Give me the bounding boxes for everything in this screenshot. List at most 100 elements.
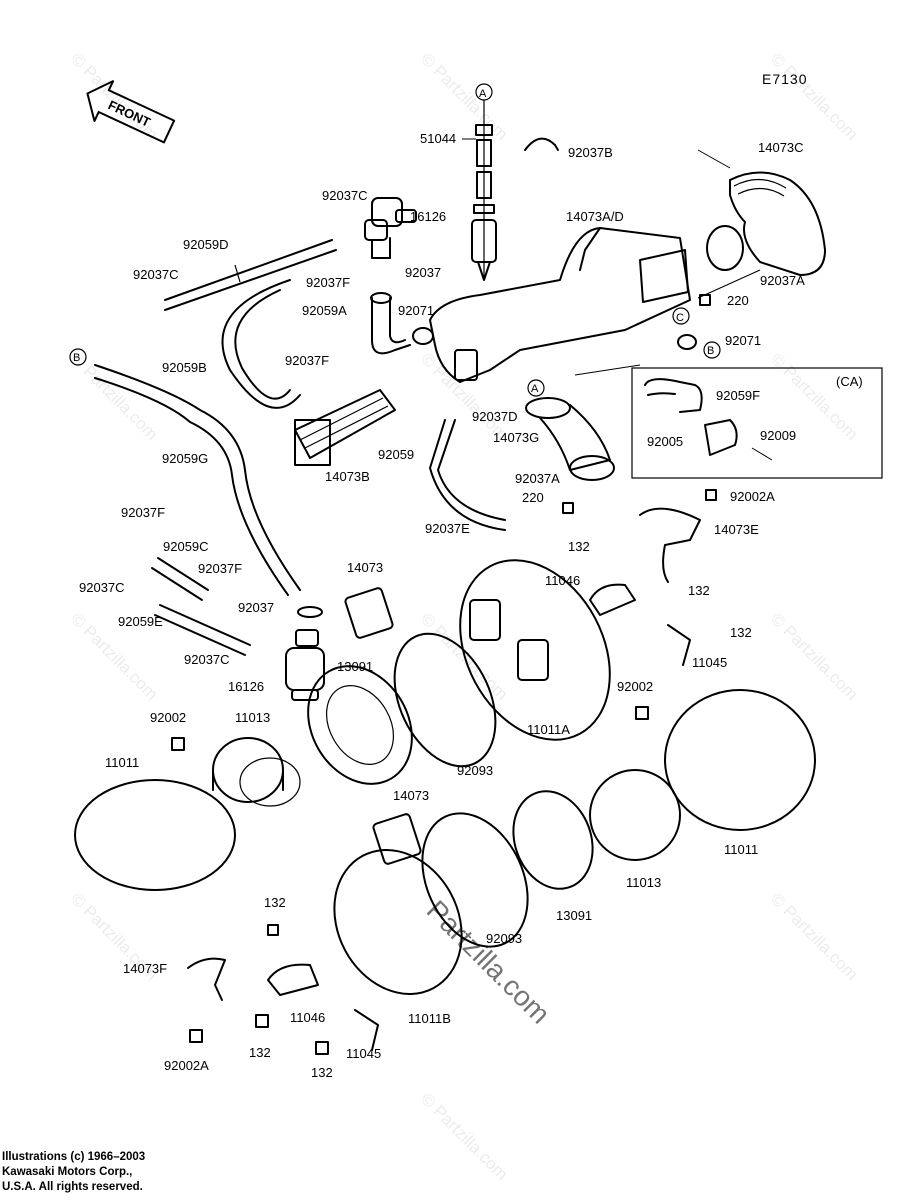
label-92002-left: 92002 xyxy=(150,710,186,725)
region-label: (CA) xyxy=(836,374,863,389)
label-220-top: 220 xyxy=(727,293,749,308)
filter-11013-left-drawing xyxy=(212,737,301,807)
duct-14073ad-drawing xyxy=(429,227,691,383)
copyright-notice: Illustrations (c) 1966–2003 Kawasaki Mot… xyxy=(2,1150,145,1195)
label-92059: 92059 xyxy=(378,447,414,462)
label-14073e: 14073E xyxy=(714,522,759,537)
bracket-11045-top-drawing xyxy=(667,624,691,666)
part-labels: 51044 92037B 14073C 92037C 16126 14073A/… xyxy=(79,131,805,1080)
label-92037a-mid: 92037A xyxy=(515,471,560,486)
label-92002a-top: 92002A xyxy=(730,489,775,504)
label-11011b: 11011B xyxy=(408,1011,451,1026)
label-92071-right: 92071 xyxy=(725,333,761,348)
label-92037b: 92037B xyxy=(568,145,613,160)
gasket-92093-lower-drawing xyxy=(421,812,529,948)
label-16126-low: 16126 xyxy=(228,679,264,694)
label-92037c-top: 92037C xyxy=(322,188,368,203)
label-14073c: 14073C xyxy=(758,140,804,155)
elbow-92059a-drawing xyxy=(371,297,411,355)
label-92037d: 92037D xyxy=(472,409,518,424)
marker-a: A xyxy=(531,383,539,395)
label-92059c: 92059C xyxy=(163,539,209,554)
seal-14073-top-drawing xyxy=(344,587,394,639)
label-92059d: 92059D xyxy=(183,237,229,252)
label-11046-low: 11046 xyxy=(290,1010,325,1025)
hose-92059b-drawing xyxy=(221,279,301,409)
clamp-11046-lower-drawing xyxy=(267,963,319,996)
bracket-11045-lower-drawing xyxy=(354,1009,379,1051)
diagram-code: E7130 xyxy=(762,71,807,87)
hose-92059c-drawing xyxy=(151,557,209,601)
label-132-c: 132 xyxy=(730,625,752,640)
label-11013-left: 11013 xyxy=(235,710,270,725)
bracket-14073f-drawing xyxy=(187,957,226,1001)
label-11011-left: 11011 xyxy=(105,755,139,770)
watermark-large: Partzilla.com xyxy=(421,894,556,1029)
label-14073-low: 14073 xyxy=(393,788,429,803)
marker-c: C xyxy=(676,312,684,324)
label-92037f-top: 92037F xyxy=(306,275,350,290)
label-16126-top: 16126 xyxy=(410,209,446,224)
marker-b: B xyxy=(707,345,714,357)
hose-92059-drawing xyxy=(429,419,506,531)
label-14073f: 14073F xyxy=(123,961,167,976)
hose-92059e-drawing xyxy=(154,604,251,656)
label-92037c-low: 92037C xyxy=(79,580,125,595)
boot-14073g-drawing xyxy=(525,397,615,481)
cover-11011-left-drawing xyxy=(74,779,236,891)
boot-14073c-drawing xyxy=(706,171,826,276)
label-13091-low: 13091 xyxy=(556,908,592,923)
copyright-line-3: U.S.A. All rights reserved. xyxy=(2,1181,143,1193)
label-92037c-left: 92037C xyxy=(133,267,179,282)
label-132-e: 132 xyxy=(249,1045,271,1060)
label-92037a-top: 92037A xyxy=(760,273,805,288)
label-92059b: 92059B xyxy=(162,360,207,375)
valve-16126-lower-drawing xyxy=(285,606,325,701)
hose-92059g-drawing xyxy=(94,364,301,596)
clip-92037b-drawing xyxy=(524,137,559,151)
marker-b: B xyxy=(73,352,80,364)
gasket-92093-top-drawing xyxy=(393,632,497,768)
label-11011-right: 11011 xyxy=(724,842,758,857)
label-92093-low: 92093 xyxy=(486,931,522,946)
label-92059e: 92059E xyxy=(118,614,163,629)
ca-region-box: (CA) xyxy=(631,367,883,479)
label-92037-top: 92037 xyxy=(405,265,441,280)
label-14073g: 14073G xyxy=(493,430,539,445)
label-220-mid: 220 xyxy=(522,490,544,505)
label-92071-left: 92071 xyxy=(398,303,434,318)
label-92059g: 92059G xyxy=(162,451,208,466)
label-132-b: 132 xyxy=(688,583,710,598)
label-92037c-low2: 92037C xyxy=(184,652,230,667)
watermark: © Partzilla.com xyxy=(767,49,861,143)
watermark: © Partzilla.com xyxy=(767,609,861,703)
base-11011a-drawing xyxy=(459,559,611,741)
filter-11013-right-drawing xyxy=(589,769,681,861)
label-92005: 92005 xyxy=(647,434,683,449)
bracket-14073e-drawing xyxy=(639,507,701,583)
clamp-11046-top-drawing xyxy=(589,583,636,616)
filter-14073b-drawing xyxy=(294,389,396,466)
label-92059f: 92059F xyxy=(716,388,760,403)
label-92037f-low: 92037F xyxy=(121,505,165,520)
label-92093-top: 92093 xyxy=(457,763,493,778)
label-11045-top: 11045 xyxy=(692,655,727,670)
label-11045-low: 11045 xyxy=(346,1046,381,1061)
label-92059a: 92059A xyxy=(302,303,347,318)
copyright-line-2: Kawasaki Motors Corp., xyxy=(2,1166,133,1178)
label-92002a-low: 92002A xyxy=(164,1058,209,1073)
base-11011b-drawing xyxy=(333,849,463,995)
watermark: © Partzilla.com xyxy=(67,49,161,143)
label-11046-top: 11046 xyxy=(545,573,580,588)
label-92037f-mid: 92037F xyxy=(285,353,329,368)
filter-13091-lower-drawing xyxy=(512,790,594,890)
watermark: © Partzilla.com xyxy=(417,49,511,143)
hose-92059d-drawing xyxy=(164,239,337,311)
label-132-d: 132 xyxy=(264,895,286,910)
label-92037e: 92037E xyxy=(425,521,470,536)
label-92009: 92009 xyxy=(760,428,796,443)
valve-16126-drawing xyxy=(364,197,417,259)
label-11013-right: 11013 xyxy=(626,875,661,890)
watermark: © Partzilla.com xyxy=(767,889,861,983)
